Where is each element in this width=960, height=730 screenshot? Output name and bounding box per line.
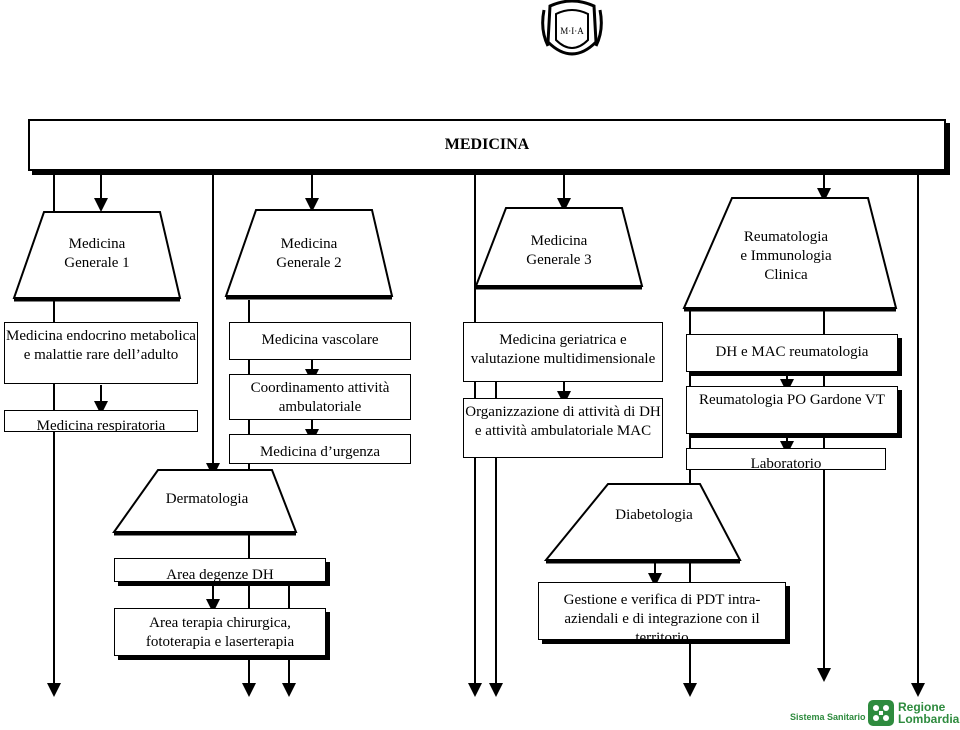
box-gestione: Gestione e verifica di PDT intra-azienda… xyxy=(538,582,786,640)
box-respiratoria: Medicina respiratoria xyxy=(4,410,198,432)
emblem-text: M·I·A xyxy=(560,26,584,36)
box-laboratorio: Laboratorio xyxy=(686,448,886,470)
regione-lombardia-logo-icon xyxy=(868,700,894,726)
diabetologia-title: Diabetologia xyxy=(615,507,693,523)
dermatologia-title: Dermatologia xyxy=(165,491,249,507)
box-vascolare: Medicina vascolare xyxy=(229,322,411,360)
box-organizzazione: Organizzazione di attività di DH e attiv… xyxy=(463,398,663,458)
box-degenze: Area degenze DH xyxy=(114,558,326,582)
unit-line: Medicina xyxy=(530,233,588,249)
title-text: MEDICINA xyxy=(444,136,530,153)
unit-reumatologia: Reumatologia e Immunologia Clinica xyxy=(700,228,872,285)
unit-line: Reumatologia xyxy=(743,229,829,245)
box-endocrino: Medicina endocrino metabolica e malattie… xyxy=(4,322,198,384)
box-terapia: Area terapia chirurgica, fototerapia e l… xyxy=(114,608,326,656)
unit-medicina-generale-1: Medicina Generale 1 xyxy=(30,235,164,273)
unit-line: e Immunologia xyxy=(740,248,832,264)
box-geriatrica: Medicina geriatrica e valutazione multid… xyxy=(463,322,663,382)
unit-line: Medicina xyxy=(280,236,338,252)
unit-medicina-generale-3: Medicina Generale 3 xyxy=(492,232,626,270)
unit-medicina-generale-2: Medicina Generale 2 xyxy=(242,235,376,273)
box-dh-mac: DH e MAC reumatologia xyxy=(686,334,898,372)
unit-line: Medicina xyxy=(68,236,126,252)
footer-sistema-sanitario: Sistema Sanitario xyxy=(790,712,866,722)
unit-line: Generale 2 xyxy=(276,255,342,271)
unit-line: Generale 1 xyxy=(64,255,130,271)
unit-line: Clinica xyxy=(764,267,808,283)
box-urgenza: Medicina d’urgenza xyxy=(229,434,411,464)
unit-line: Generale 3 xyxy=(526,252,592,268)
box-coordinamento: Coordinamento attività ambulatoriale xyxy=(229,374,411,420)
page-title: MEDICINA xyxy=(28,119,946,171)
box-gardone: Reumatologia PO Gardone VT xyxy=(686,386,898,434)
footer-regione: Regione Lombardia xyxy=(898,700,960,726)
emblem-logo: M·I·A xyxy=(541,0,603,56)
